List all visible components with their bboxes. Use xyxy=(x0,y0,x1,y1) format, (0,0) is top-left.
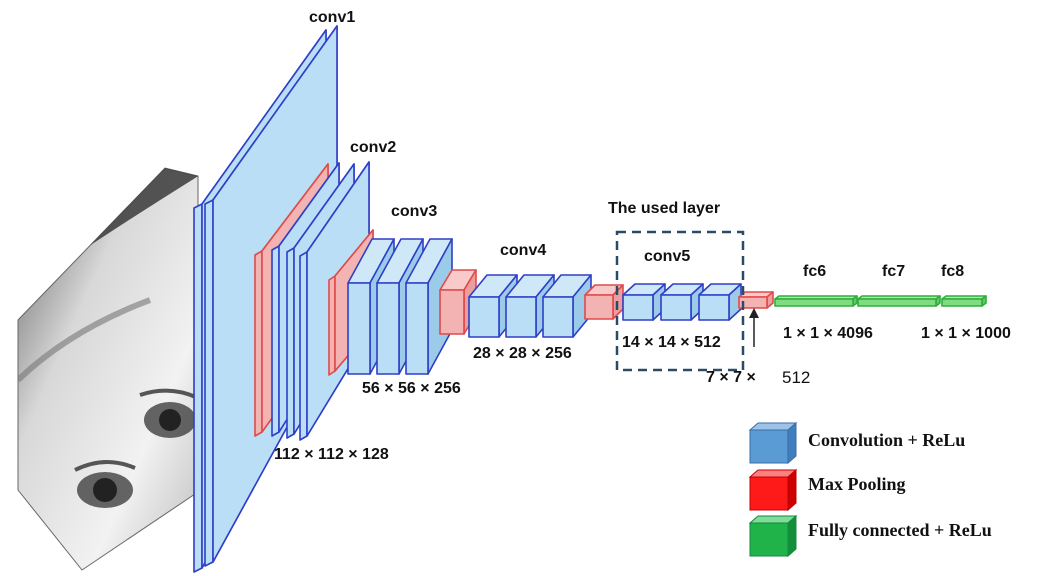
dim-112: 112 × 112 × 128 xyxy=(274,446,389,463)
fc7-bar xyxy=(857,295,941,307)
conv5-block-a xyxy=(622,283,666,321)
label-fc7: fc7 xyxy=(882,263,905,280)
fc6-bar-front xyxy=(774,298,854,307)
dim-1000: 1 × 1 × 1000 xyxy=(921,325,1011,342)
pool2-slab-edge xyxy=(328,275,336,376)
fc8-bar-front xyxy=(941,298,983,307)
fc7-bar-front xyxy=(857,298,937,307)
pool4-block xyxy=(584,284,624,320)
conv5-block-c xyxy=(698,283,742,321)
conv4-block-a-front xyxy=(468,296,500,338)
conv2-slab-c-edge xyxy=(299,251,308,441)
fc6-bar xyxy=(774,295,858,307)
legend-fc-swatch xyxy=(748,514,798,558)
fc8-bar xyxy=(941,295,987,307)
pool5-block-front xyxy=(738,296,768,309)
conv3-block-c-front xyxy=(405,282,429,375)
conv4-block-c-front xyxy=(542,296,574,338)
pool1-slab-edge xyxy=(254,250,263,437)
network-blocks xyxy=(193,25,987,573)
label-fc8: fc8 xyxy=(941,263,964,280)
dim-28: 28 × 28 × 256 xyxy=(473,345,572,362)
conv3-block-b-front xyxy=(376,282,400,375)
legend-conv-label: Convolution + ReLu xyxy=(808,430,965,450)
dim-56: 56 × 56 × 256 xyxy=(362,380,461,397)
pool5-arrow xyxy=(749,308,759,347)
conv1-slab-b-edge xyxy=(204,199,214,567)
legend: Convolution + ReLu Max Pooling Fully con… xyxy=(748,421,992,558)
used-layer-title: The used layer xyxy=(608,200,720,217)
input-face-image xyxy=(17,167,199,571)
conv5-block-c-front xyxy=(698,294,730,321)
dim-7: 7 × 7 × xyxy=(706,369,756,386)
conv5-block-b-front xyxy=(660,294,692,321)
legend-fc-label: Fully connected + ReLu xyxy=(808,520,992,540)
legend-pool-swatch xyxy=(748,468,798,512)
dim-7-depth: 512 xyxy=(782,368,810,387)
conv3-block-a-front xyxy=(347,282,371,375)
label-conv4: conv4 xyxy=(500,242,546,259)
conv4-block-b-front xyxy=(505,296,537,338)
legend-conv-swatch xyxy=(748,421,798,465)
dim-4096: 1 × 1 × 4096 xyxy=(783,325,873,342)
conv2-slab-a-edge xyxy=(271,245,280,437)
label-fc6: fc6 xyxy=(803,263,826,280)
legend-pool-label: Max Pooling xyxy=(808,474,906,494)
label-conv2: conv2 xyxy=(350,139,396,156)
conv1-slab-a-edge xyxy=(193,203,203,573)
conv2-slab-b-edge xyxy=(286,247,295,439)
used-layer-box xyxy=(615,230,745,372)
label-conv5: conv5 xyxy=(644,248,690,265)
label-conv1: conv1 xyxy=(309,9,355,26)
dim-14: 14 × 14 × 512 xyxy=(622,334,721,351)
conv5-block-b xyxy=(660,283,704,321)
pool4-block-front xyxy=(584,294,614,320)
conv5-block-a-front xyxy=(622,294,654,321)
pool3-block-front xyxy=(439,289,465,335)
label-conv3: conv3 xyxy=(391,203,437,220)
